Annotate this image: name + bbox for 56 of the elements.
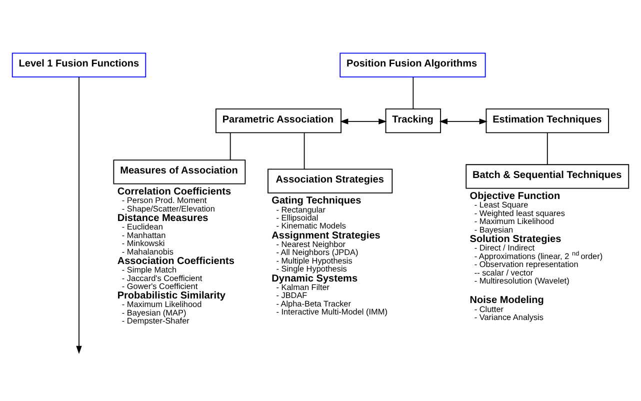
- arrow: [340, 118, 387, 124]
- node-label: - Clutter: [474, 304, 504, 314]
- node-label: - Minkowski: [122, 238, 165, 248]
- node-label: Probabilistic Similarity: [117, 290, 226, 302]
- connector: [546, 132, 548, 164]
- arrow: [439, 118, 488, 124]
- node-box: Batch & Sequential Techniques: [466, 164, 630, 188]
- node-label: - Direct / Indirect: [474, 243, 535, 252]
- node-box: Association Strategies: [268, 168, 393, 193]
- node-label: - Simple Match: [122, 265, 177, 274]
- node-label: - Person Prod. Moment: [122, 196, 207, 205]
- node-label: Objective Function: [470, 190, 560, 202]
- node-label: Gating Techniques: [272, 195, 362, 206]
- node-box: Position Fusion Algorithms: [340, 52, 486, 77]
- node-label: - Weighted least squares: [474, 208, 565, 218]
- node-label: - Jaccard's Coefficient: [122, 273, 202, 282]
- node-label: - Interactive Multi-Model (IMM): [276, 307, 388, 316]
- node-label: - Gower's Coefficient: [122, 281, 198, 290]
- node-label: - Multiple Hypothesis: [276, 256, 352, 265]
- node-label: - Mahalanobis: [122, 246, 174, 256]
- node-label: - Shape/Scatter/Elevation: [122, 204, 215, 213]
- node-label: - Observation representation: [474, 260, 578, 269]
- node-label: - JBDAF: [276, 290, 308, 300]
- node-label: - Dempster-Shafer: [122, 316, 190, 326]
- node-label: - Single Hypothesis: [276, 264, 347, 274]
- node-box: Level 1 Fusion Functions: [12, 52, 146, 77]
- node-label: - Variance Analysis: [474, 312, 544, 322]
- node-label: - Rectangular: [276, 204, 326, 214]
- node-label: Noise Modeling: [470, 294, 544, 306]
- node-label: Solution Strategies: [470, 234, 562, 245]
- connector: [230, 132, 231, 160]
- node-label: - Least Square: [474, 200, 528, 210]
- node-label: - Maximum Likelihood: [474, 216, 554, 226]
- node-label: - Maximum Likelihood: [122, 300, 202, 309]
- connector: [412, 76, 414, 109]
- node-box: Parametric Association: [216, 108, 342, 133]
- node-box: Tracking: [385, 108, 442, 133]
- node-label: - Bayesian: [474, 224, 514, 234]
- node-label: - All Neighbors (JPDA): [276, 248, 358, 257]
- node-box: Estimation Techniques: [486, 108, 610, 133]
- node-label: Correlation Coefficients: [117, 186, 232, 198]
- node-label: - Approximations (linear, 2$^{nd}$ order): [474, 250, 603, 260]
- node-label: - Alpha-Beta Tracker: [276, 298, 351, 308]
- node-label: - Kinematic Models: [276, 221, 346, 230]
- node-label: - Manhattan: [122, 230, 166, 240]
- node-label: - Euclidean: [122, 222, 163, 232]
- node-box: Measures of Association: [113, 159, 246, 184]
- node-label: Dynamic Systems: [272, 272, 358, 284]
- node-label: -- scalar / vector: [474, 268, 534, 277]
- connector: [304, 132, 305, 170]
- node-label: - Bayesian (MAP): [122, 308, 186, 317]
- node-label: Assignment Strategies: [272, 230, 380, 241]
- node-label: Distance Measures: [117, 212, 208, 224]
- arrow: [76, 76, 82, 354]
- node-label: - Multiresolution (Wavelet): [474, 276, 570, 285]
- node-label: Association Coefficients: [117, 255, 234, 266]
